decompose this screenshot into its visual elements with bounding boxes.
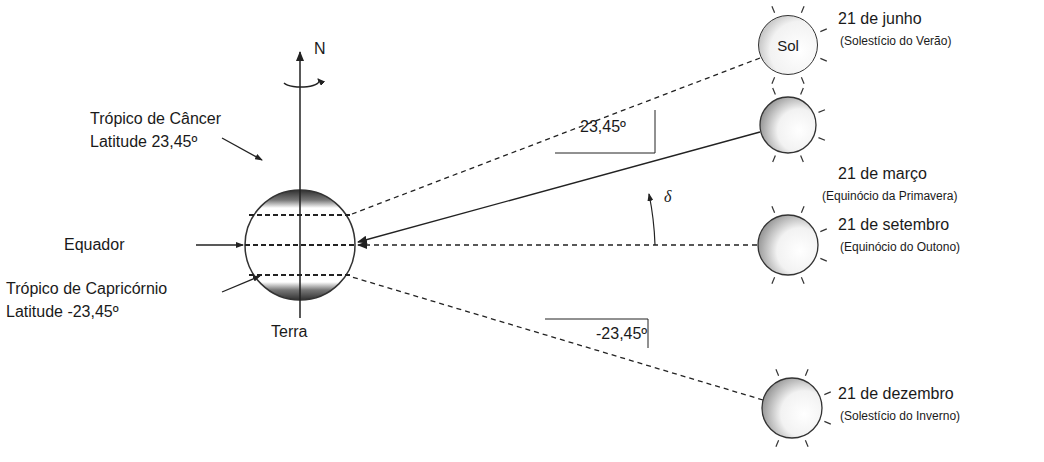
- sun-ray: [772, 6, 775, 12]
- sun-ray: [818, 138, 824, 141]
- season-label: (Equinócio do Outono): [840, 241, 960, 255]
- earth-label: Terra: [271, 323, 307, 341]
- sun-ray: [772, 206, 775, 212]
- latitude-value: Latitude 23,45º: [90, 133, 197, 151]
- sun-ray: [773, 155, 776, 161]
- sun-ray: [820, 258, 826, 261]
- sun-ray: [801, 77, 804, 83]
- sun-ray: [776, 369, 779, 375]
- sun: [758, 97, 822, 438]
- earth: [240, 52, 360, 318]
- sun-ray: [820, 58, 826, 61]
- date-label: 21 de dezembro: [838, 385, 954, 403]
- sun-ray: [820, 229, 826, 232]
- season-label: (Solestício do Verão): [840, 35, 951, 49]
- angle-value: 23,45º: [580, 118, 626, 136]
- sun-circle: Sol: [758, 15, 818, 75]
- sun-ray: [818, 110, 824, 113]
- angle-value: -23,45º: [596, 325, 647, 343]
- sun-ray: [805, 440, 808, 446]
- tropic-name: Trópico de Capricórnio: [6, 280, 167, 298]
- sun-ray: [772, 77, 775, 83]
- season-label: (Equinócio da Primavera): [822, 190, 957, 204]
- sun-ray: [776, 440, 779, 446]
- angle-symbol: δ: [664, 188, 671, 206]
- date-label: 21 de setembro: [838, 216, 949, 234]
- latitude-value: Latitude -23,45º: [6, 303, 119, 321]
- sun-ray: [824, 392, 830, 395]
- sun-ray: [801, 277, 804, 283]
- season-label: (Solestício do Inverno): [840, 410, 960, 424]
- north-label: N: [314, 40, 326, 58]
- date-label: 21 de março: [838, 165, 927, 183]
- sun-ray: [801, 206, 804, 212]
- sun-ray: [801, 155, 804, 161]
- date-label: 21 de junho: [838, 10, 922, 28]
- sun-ray: [824, 421, 830, 424]
- sun-ray: [773, 88, 776, 94]
- sun-ray: [820, 29, 826, 32]
- sun-label: Sol: [777, 37, 799, 54]
- sun-ray: [772, 277, 775, 283]
- tropic-name: Trópico de Câncer: [90, 110, 221, 128]
- sun-ray: [805, 369, 808, 375]
- sun-ray: [801, 6, 804, 12]
- sun-ray: [801, 88, 804, 94]
- equator-label: Equador: [64, 236, 125, 254]
